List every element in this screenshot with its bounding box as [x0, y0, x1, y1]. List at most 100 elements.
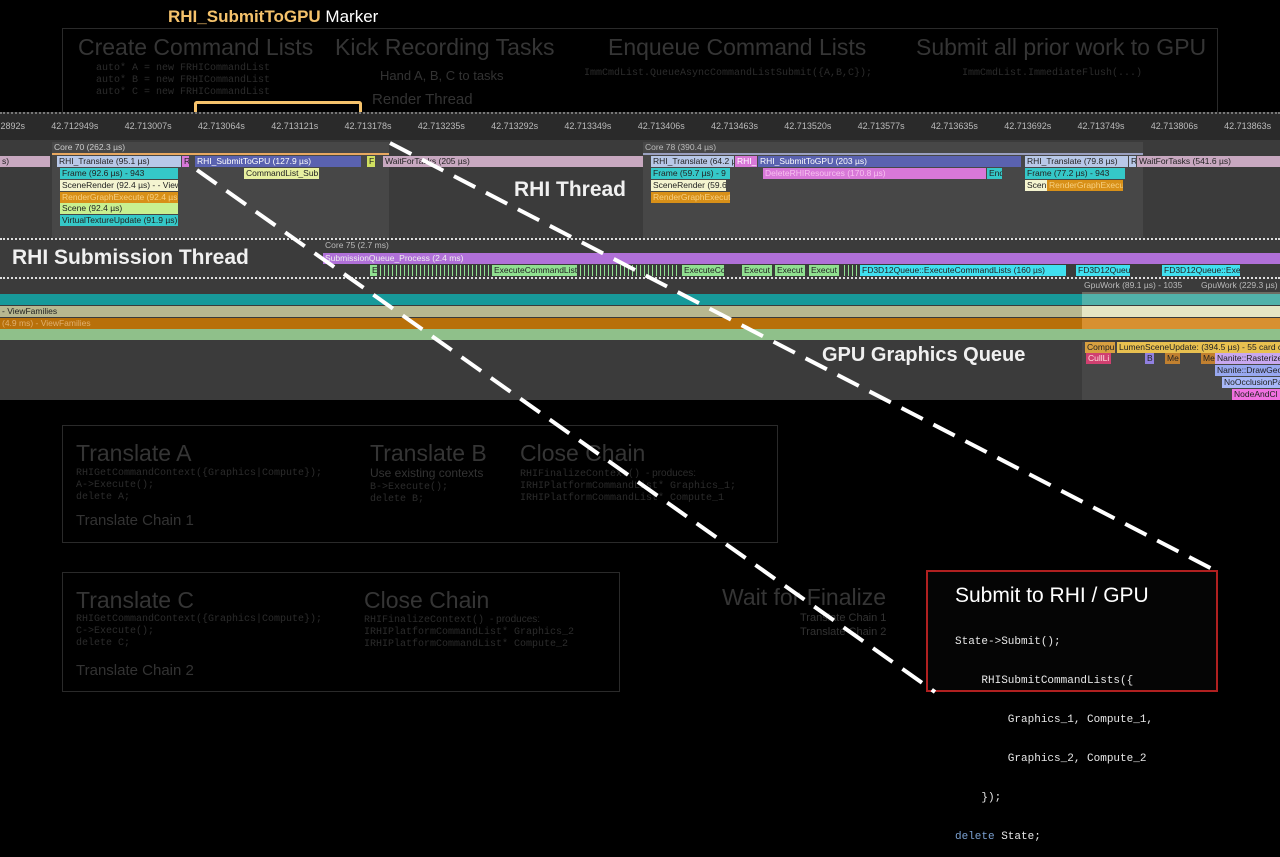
- timeline-event[interactable]: Nanite::DrawGeo: [1215, 365, 1280, 376]
- timeline-event[interactable]: RenderGraphExecut: [651, 192, 730, 203]
- timeline-event[interactable]: WaitForTasks (205 µs): [383, 156, 643, 167]
- code-line: auto* C = new FRHICommandList: [96, 87, 271, 98]
- timeline-event[interactable]: Scene (92.4 µs): [60, 203, 178, 214]
- timeline-event-tick: [464, 265, 465, 276]
- timeline-event[interactable]: F: [367, 156, 375, 167]
- timeline-event[interactable]: LumenSceneUpdate: (394.5 µs) - 55 card c…: [1117, 342, 1280, 353]
- timeline-event[interactable]: ExecuteCo: [682, 265, 724, 276]
- timeline-event-tick: [452, 265, 453, 276]
- timeline-event[interactable]: FD3D12Queue::Exec: [1162, 265, 1240, 276]
- timeline-event[interactable]: Me: [1201, 353, 1215, 364]
- timeline-event[interactable]: CullLi: [1086, 353, 1111, 364]
- timeline-event-tick: [640, 265, 641, 276]
- timeline-event[interactable]: B: [1145, 353, 1154, 364]
- code-line: C->Execute();: [76, 626, 155, 637]
- close-chain-1-title: Close Chain: [520, 440, 646, 466]
- code-line: B->Execute();: [370, 482, 449, 493]
- timeline-event-tick: [848, 265, 849, 276]
- timeline-event[interactable]: Frame (59.7 µs) - 9: [651, 168, 730, 179]
- core70-bar: [52, 153, 389, 155]
- timeline-event[interactable]: GpuWork (89.1 µs) - 1035: [1082, 280, 1197, 291]
- timeline-event-tick: [628, 265, 629, 276]
- code-line: Graphics_2, Compute_2: [955, 753, 1147, 765]
- gpu-queue-label: GPU Graphics Queue: [822, 344, 1026, 366]
- timeline-event[interactable]: Enq: [987, 168, 1002, 179]
- timeline-event-tick: [424, 265, 425, 276]
- core70-label: Core 70 (262.3 µs): [54, 142, 126, 152]
- timeline-event[interactable]: RHI_Translate (64.2 µs: [651, 156, 734, 167]
- timeline-event-tick: [440, 265, 441, 276]
- timeline-event[interactable]: SceneRender (92.4 µs) - - View: [60, 180, 178, 191]
- timeline-event[interactable]: NodeAndCl: [1232, 389, 1280, 400]
- timeline-event[interactable]: s): [0, 156, 50, 167]
- code-line: delete C;: [76, 638, 131, 649]
- timeline-event-tick: [660, 265, 661, 276]
- code-line: RHIFinalizeContext(): [520, 469, 641, 480]
- close-chain-2-code: RHIFinalizeContext() - produces: IRHIPla…: [364, 614, 574, 651]
- code-line: Graphics_1, Compute_1,: [955, 714, 1154, 726]
- timeline-event[interactable]: R: [182, 156, 189, 167]
- timeline-event-tick: [580, 265, 581, 276]
- time-tick: 42.713121s: [271, 121, 319, 131]
- translate-a-title: Translate A: [76, 440, 192, 466]
- timeline-event-tick: [668, 265, 669, 276]
- timeline-event[interactable]: Execut: [809, 265, 839, 276]
- time-tick: 42.713007s: [124, 121, 172, 131]
- timeline-event[interactable]: RHI_SubmitToGPU (127.9 µs): [195, 156, 361, 167]
- timeline-event[interactable]: FD3D12Queue::ExecuteCommandLists (160 µs…: [860, 265, 1066, 276]
- timeline-event[interactable]: Me: [1165, 353, 1180, 364]
- timeline-event[interactable]: WaitForTasks (541.6 µs): [1137, 156, 1280, 167]
- timeline-event[interactable]: SceneRender (59.6: [651, 180, 726, 191]
- time-tick: 42.713406s: [637, 121, 685, 131]
- timeline-event[interactable]: RenderGraphExecut: [1047, 180, 1123, 191]
- timeline-event[interactable]: RHI_F: [735, 156, 757, 167]
- timeline-event[interactable]: CommandList_Sub: [244, 168, 319, 179]
- gpu-right-highlight: [1082, 292, 1280, 305]
- timeline-event[interactable]: R: [1129, 156, 1136, 167]
- timeline-event[interactable]: SubmissionQueue_Process (2.4 ms): [323, 253, 1280, 264]
- timeline-event-tick: [444, 265, 445, 276]
- timeline-event-tick: [476, 265, 477, 276]
- timeline-event[interactable]: Nanite::Rasterize: [1215, 353, 1280, 364]
- code-line: delete A;: [76, 492, 131, 503]
- timeline-ruler[interactable]: [0, 112, 1280, 140]
- timeline-event[interactable]: Compu: [1085, 342, 1115, 353]
- timeline-event-tick: [432, 265, 433, 276]
- marker-suffix: Marker: [320, 7, 379, 26]
- timeline-event[interactable]: FD3D12Queue: [1076, 265, 1130, 276]
- submission-thread-label: RHI Submission Thread: [12, 246, 249, 269]
- close-chain-2-title: Close Chain: [364, 587, 490, 613]
- timeline-event[interactable]: RHI_Translate (79.8 µs): [1025, 156, 1128, 167]
- timeline-event[interactable]: E: [370, 265, 377, 276]
- code-line: RHIFinalizeContext(): [364, 615, 485, 626]
- time-tick: 42.713806s: [1150, 121, 1198, 131]
- timeline-event[interactable]: Scen: [1025, 180, 1047, 191]
- timeline-event[interactable]: ExecuteCommandList: [492, 265, 577, 276]
- code-line: auto* A = new FRHICommandList: [96, 63, 271, 74]
- timeline-event-tick: [392, 265, 393, 276]
- time-tick: 42.713178s: [344, 121, 392, 131]
- submit-box-title: Submit to RHI / GPU: [955, 584, 1149, 607]
- timeline-event-tick: [656, 265, 657, 276]
- timeline-event[interactable]: Core 75 (2.7 ms): [323, 240, 1280, 251]
- timeline-event[interactable]: Execut: [742, 265, 772, 276]
- timeline-event[interactable]: DeleteRHIResources (170.8 µs): [763, 168, 986, 179]
- code-line: auto* B = new FRHICommandList: [96, 75, 271, 86]
- heading-enqueue: Enqueue Command Lists: [608, 34, 867, 60]
- rhi-thread-label: RHI Thread: [514, 178, 627, 201]
- timeline-event[interactable]: RHI_Translate (95.1 µs): [57, 156, 181, 167]
- timeline-event[interactable]: GpuWork (229.3 µs) -: [1199, 280, 1280, 291]
- timeline-event-tick: [396, 265, 397, 276]
- code-line: RHIGetCommandContext({Graphics|Compute})…: [76, 614, 323, 625]
- timeline-event[interactable]: VirtualTextureUpdate (91.9 µs): [60, 215, 178, 226]
- timeline-event[interactable]: NoOcclusionPa: [1222, 377, 1280, 388]
- timeline-event[interactable]: RenderGraphExecute (92.4 µs) -: [60, 192, 178, 203]
- timeline-event[interactable]: RHI_SubmitToGPU (203 µs): [758, 156, 1021, 167]
- timeline-event[interactable]: Execut: [775, 265, 805, 276]
- timeline-event-tick: [604, 265, 605, 276]
- submit-box: [926, 570, 1218, 692]
- timeline-event[interactable]: Frame (77.2 µs) - 943: [1025, 168, 1125, 179]
- time-tick: 42.712949s: [51, 121, 99, 131]
- timeline-event[interactable]: Frame (92.6 µs) - 943: [60, 168, 178, 179]
- submit-code: ImmCmdList.ImmediateFlush(...): [962, 68, 1143, 79]
